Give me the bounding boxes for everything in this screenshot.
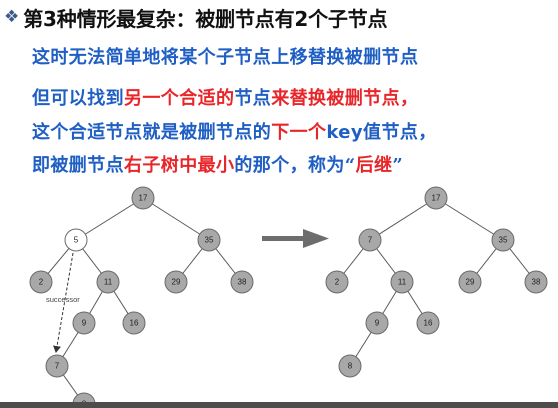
tree-edge (75, 197, 144, 241)
tree-node-label: 7 (55, 362, 60, 371)
line4-part-c: 的那个，称为“ (234, 155, 356, 176)
text-line-4: 即被删节点右子树中最小的那个，称为“后继” (32, 151, 403, 177)
line2-part-c: 节点 (234, 88, 272, 109)
bottom-rule (0, 402, 558, 408)
tree-node-17 (131, 186, 155, 210)
text-line-3: 这个合适节点就是被删节点的下一个key值节点， (32, 118, 437, 144)
tree-node-label: 9 (82, 319, 87, 328)
tree-node-8 (338, 354, 362, 378)
text-line-1: 这时无法简单地将某个子节点上移替换被删节点 (32, 43, 418, 69)
tree-node-label: 9 (375, 319, 380, 328)
tree-node-35 (491, 228, 515, 252)
tree-node-9 (72, 311, 96, 335)
line4-part-a: 即被删节点 (32, 155, 124, 176)
tree-node-label: 11 (104, 278, 113, 287)
tree-node-label: 35 (205, 236, 214, 245)
tree-node-38 (524, 270, 548, 294)
tree-node-label: 17 (432, 194, 441, 203)
tree-edge (435, 197, 504, 241)
tree-node-label: 8 (348, 362, 353, 371)
line3-part-d: 值节点， (363, 122, 437, 143)
tree-node-29 (458, 270, 482, 294)
line1-text: 这时无法简单地将某个子节点上移替换被删节点 (32, 47, 419, 68)
line3-part-a: 这个合适节点就是被删节点的 (32, 122, 272, 143)
tree-node-9 (365, 311, 389, 335)
tree-node-29 (164, 270, 188, 294)
tree-node-11 (96, 270, 120, 294)
line4-highlight-min: 右子树中最小 (124, 155, 235, 176)
tree-node-label: 29 (466, 278, 475, 287)
tree-node-label: 16 (130, 319, 139, 328)
title-row: ❖ 第3种情形最复杂：被删节点有2个子节点 (4, 4, 388, 31)
tree-node-label: 11 (398, 278, 407, 287)
tree-node-2 (325, 270, 349, 294)
tree-node-label: 38 (532, 278, 541, 287)
tree-node-11 (390, 270, 414, 294)
tree-node-17 (424, 186, 448, 210)
line3-key: key (326, 122, 364, 143)
successor-dashed-arrow (53, 252, 74, 353)
tree-node-7 (358, 228, 382, 252)
tree-node-label: 16 (424, 319, 433, 328)
tree-node-7 (45, 354, 69, 378)
line4-part-e: ” (392, 155, 404, 176)
tree-node-label: 35 (499, 236, 508, 245)
line2-highlight-another: 另一个合适的 (124, 88, 235, 109)
transform-arrow-icon (262, 229, 329, 248)
line4-highlight-successor: 后继 (355, 155, 393, 176)
tree-node-label: 17 (139, 194, 148, 203)
tree-node-label: 2 (39, 278, 44, 287)
tree-node-label: 2 (335, 278, 340, 287)
tree-node-16 (416, 311, 440, 335)
tree-node-label: 5 (74, 236, 79, 245)
text-line-2: 但可以找到另一个合适的节点来替换被删节点， (32, 84, 418, 110)
tree-node-5 (64, 228, 88, 252)
right-tree: 17 7 35 2 11 29 38 9 16 8 (325, 186, 548, 378)
line2-part-d: 来替换被删节点， (271, 88, 419, 109)
left-tree: 17535211293891678 (29, 186, 254, 408)
successor-label: successor (46, 295, 80, 304)
diamond-bullet-icon: ❖ (4, 6, 20, 27)
line2-part-a: 但可以找到 (32, 88, 124, 109)
tree-node-16 (122, 311, 146, 335)
tree-node-2 (29, 270, 53, 294)
tree-node-label: 29 (172, 278, 181, 287)
tree-node-35 (197, 228, 221, 252)
tree-node-38 (230, 270, 254, 294)
tree-edge (142, 197, 210, 241)
line3-highlight-next: 下一个 (271, 122, 327, 143)
tree-node-label: 38 (238, 278, 247, 287)
tree-edge (369, 197, 437, 241)
slide-title: 第3种情形最复杂：被删节点有2个子节点 (23, 6, 388, 31)
tree-node-label: 7 (368, 236, 373, 245)
